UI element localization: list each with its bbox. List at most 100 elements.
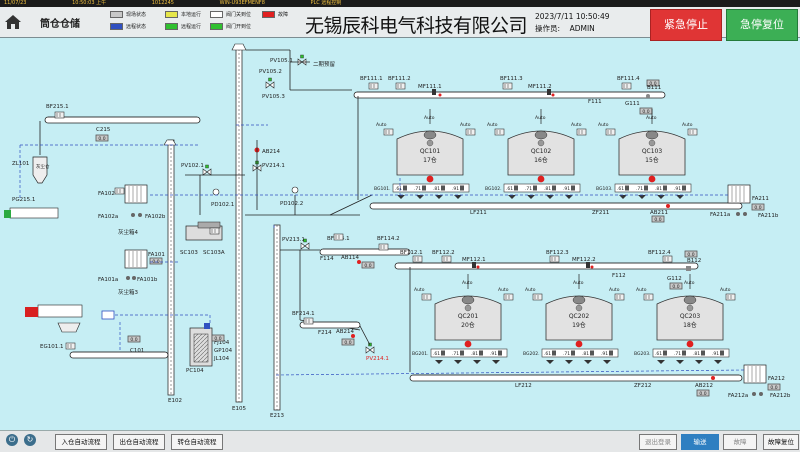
motor-bf214[interactable] xyxy=(303,317,314,325)
gate-icon[interactable] xyxy=(460,185,464,191)
silo-QC203[interactable] xyxy=(656,295,724,341)
motor-sc103[interactable] xyxy=(209,227,220,235)
gate-icon[interactable] xyxy=(422,185,426,191)
conveyor-bf114[interactable] xyxy=(319,248,411,256)
motor-eg101[interactable] xyxy=(65,342,76,350)
motor-silo-inlet[interactable] xyxy=(532,293,543,301)
dust-silo-zl101[interactable] xyxy=(32,156,48,184)
motor-silo-inlet[interactable] xyxy=(605,128,616,136)
dust-collector-fa212[interactable] xyxy=(743,364,767,384)
gate-icon[interactable] xyxy=(552,350,556,356)
receiving-hopper[interactable] xyxy=(57,322,81,333)
fan-fa101b[interactable] xyxy=(132,276,136,280)
gate-icon[interactable] xyxy=(682,350,686,356)
silo-QC201[interactable] xyxy=(434,295,502,341)
truck-trailer[interactable] xyxy=(9,207,59,219)
dust-collector-fa101[interactable] xyxy=(124,249,148,269)
dust-collector-fa102[interactable] xyxy=(124,184,148,204)
fan-fa211b[interactable] xyxy=(743,212,747,216)
gate-icon[interactable] xyxy=(479,350,483,356)
motor-bf111-3[interactable] xyxy=(502,82,513,90)
mf111-2-icon[interactable] xyxy=(547,89,551,95)
auto-transfer-flow-button[interactable]: 转仓自动流程 xyxy=(171,434,223,450)
fan-fa212b[interactable] xyxy=(759,392,763,396)
valve-pv213[interactable] xyxy=(300,242,310,250)
fan-fa212a[interactable] xyxy=(752,392,756,396)
gate-pd102[interactable] xyxy=(212,188,220,196)
motor-bf112-4[interactable] xyxy=(662,255,673,263)
motor-silo-inlet[interactable] xyxy=(465,128,476,136)
fault-button[interactable]: 故障 xyxy=(723,434,757,450)
gate-icon[interactable] xyxy=(441,185,445,191)
emergency-stop-button[interactable]: 紧急停止 xyxy=(650,9,722,41)
motor-bf111-1[interactable] xyxy=(368,82,379,90)
logout-button[interactable]: 退出登录 xyxy=(639,434,677,450)
valve-pv105-3[interactable] xyxy=(265,81,275,89)
motor-silo-inlet[interactable] xyxy=(725,293,736,301)
gate-icon[interactable] xyxy=(460,350,464,356)
conveyor-bf111[interactable] xyxy=(353,91,666,99)
mf111-1-icon[interactable] xyxy=(432,89,436,95)
motor-silo-inlet[interactable] xyxy=(503,293,514,301)
motor-bf112-2[interactable] xyxy=(441,255,452,263)
gate-icon[interactable] xyxy=(720,350,724,356)
truck-trailer-2[interactable] xyxy=(37,304,83,318)
home-icon[interactable] xyxy=(4,13,22,31)
power-icon[interactable]: ⏻ xyxy=(6,434,18,446)
conveyor-c101[interactable] xyxy=(69,351,169,359)
gate-pd102-2[interactable] xyxy=(291,186,299,194)
motor-silo-inlet[interactable] xyxy=(576,128,587,136)
gate-icon[interactable] xyxy=(571,185,575,191)
silo-QC102[interactable] xyxy=(507,130,575,176)
motor-silo-inlet[interactable] xyxy=(614,293,625,301)
valve-pv214-b[interactable] xyxy=(365,346,375,354)
gate-icon[interactable] xyxy=(498,350,502,356)
auto-in-flow-button[interactable]: 入仓自动流程 xyxy=(55,434,107,450)
motor-bf111-2[interactable] xyxy=(395,82,406,90)
fan-fa102a[interactable] xyxy=(131,213,135,217)
motor-silo-inlet[interactable] xyxy=(494,128,505,136)
mf112-2-icon[interactable] xyxy=(586,262,590,268)
motor-bf114-2[interactable] xyxy=(378,243,389,251)
refresh-icon[interactable]: ↻ xyxy=(24,434,36,446)
gate-icon[interactable] xyxy=(514,185,518,191)
gate-icon[interactable] xyxy=(441,350,445,356)
emergency-reset-button[interactable]: 急停复位 xyxy=(726,9,798,41)
motor-fa102[interactable] xyxy=(114,187,125,195)
conveyor-bf112[interactable] xyxy=(394,262,699,270)
gate-icon[interactable] xyxy=(533,185,537,191)
gate-icon[interactable] xyxy=(403,185,407,191)
motor-silo-inlet[interactable] xyxy=(421,293,432,301)
gate-icon[interactable] xyxy=(609,350,613,356)
valve-pv102[interactable] xyxy=(202,168,212,176)
motor-bf112-1[interactable] xyxy=(412,255,423,263)
conveyor-lf212[interactable] xyxy=(409,374,743,382)
silo-QC101[interactable] xyxy=(396,130,464,176)
mf112-1-icon[interactable] xyxy=(472,262,476,268)
motor-bf112-3[interactable] xyxy=(549,255,560,263)
gate-icon[interactable] xyxy=(552,185,556,191)
motor-silo-inlet[interactable] xyxy=(643,293,654,301)
gate-icon[interactable] xyxy=(682,185,686,191)
conveyor-bf215[interactable] xyxy=(44,116,201,124)
motor-silo-inlet[interactable] xyxy=(687,128,698,136)
auto-out-flow-button[interactable]: 出仓自动流程 xyxy=(113,434,165,450)
fan-fa211a[interactable] xyxy=(736,212,740,216)
gate-icon[interactable] xyxy=(663,350,667,356)
motor-silo-inlet[interactable] xyxy=(383,128,394,136)
fan-fa102b[interactable] xyxy=(138,213,142,217)
gate-icon[interactable] xyxy=(571,350,575,356)
fault-reset-button[interactable]: 故障复位 xyxy=(763,434,799,450)
motor-bf111-4[interactable] xyxy=(621,82,632,90)
motor-bf114-1[interactable] xyxy=(333,233,344,241)
conveyor-lf211[interactable] xyxy=(369,202,743,210)
gate-icon[interactable] xyxy=(625,185,629,191)
gate-icon[interactable] xyxy=(590,350,594,356)
convey-button[interactable]: 输送 xyxy=(681,434,719,450)
gate-icon[interactable] xyxy=(663,185,667,191)
gate-icon[interactable] xyxy=(701,350,705,356)
gate-icon[interactable] xyxy=(644,185,648,191)
motor-bf215[interactable] xyxy=(54,111,65,119)
dust-collector-fa211[interactable] xyxy=(727,184,751,204)
silo-QC103[interactable] xyxy=(618,130,686,176)
